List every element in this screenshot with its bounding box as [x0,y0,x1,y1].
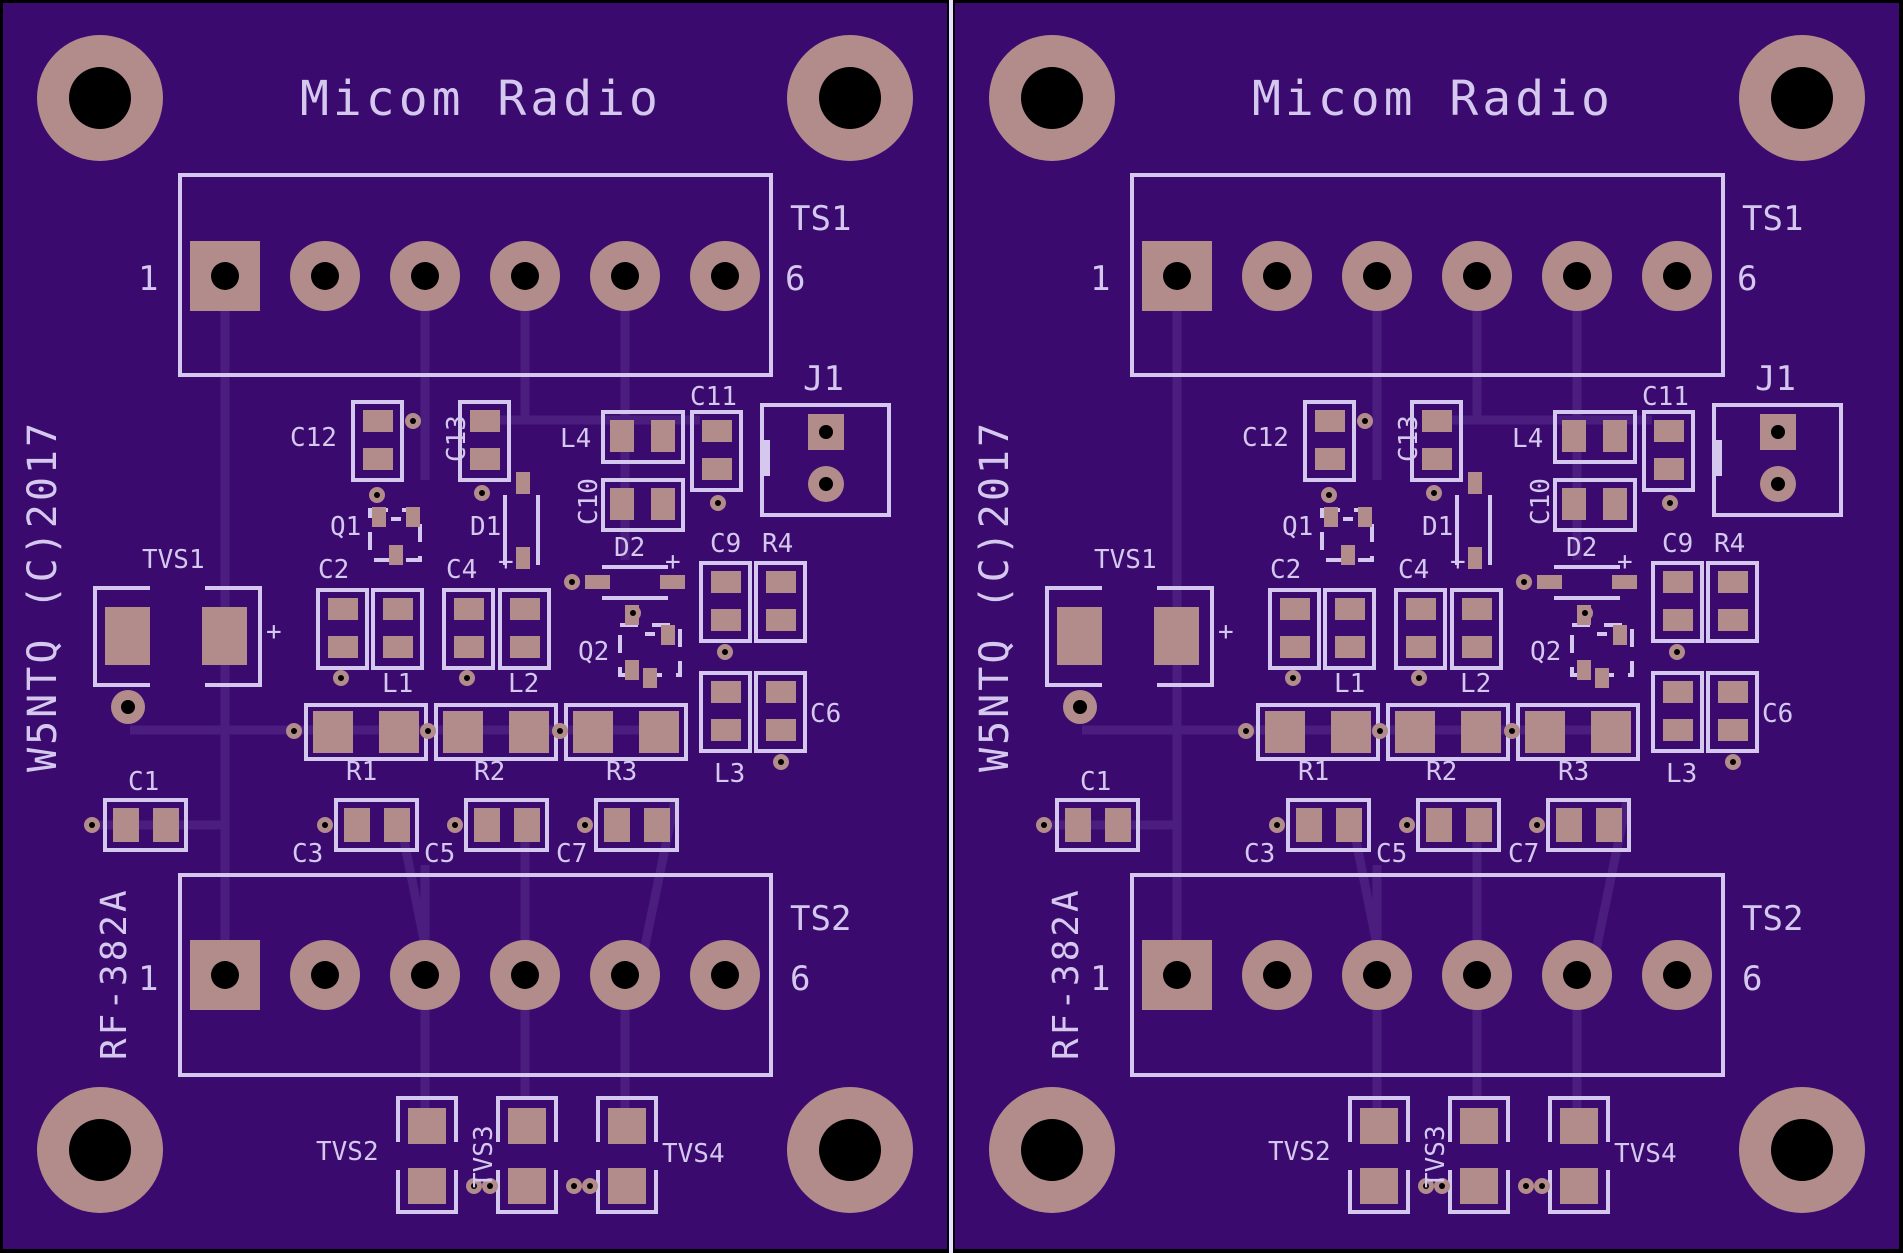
silkscreen-text-right: Micom Radio W5NTQ (C)2017 RF-382A TS1 1 … [972,71,1803,1060]
designator-tvs3: TVS3 [469,1125,499,1188]
designator-c4: C4 [1398,555,1429,585]
designator-c9: C9 [710,529,741,559]
designator-c10: C10 [1526,478,1556,525]
designator-q1: Q1 [330,512,361,542]
designator-r4: R4 [1714,529,1745,559]
designator-c9: C9 [1662,529,1693,559]
ts1-label: TS1 [1742,199,1803,239]
ts2-label: TS2 [1742,899,1803,939]
designator-c10: C10 [574,478,604,525]
designator-q2: Q2 [578,637,609,667]
designator-l1: L1 [382,669,413,699]
j1-label: J1 [1755,359,1796,399]
designator-tvs2: TVS2 [316,1137,379,1167]
designator-l3: L3 [714,759,745,789]
designator-c5: C5 [424,839,455,869]
designator-d2: D2 [614,533,645,563]
board-title: Micom Radio [1252,71,1614,127]
designator-tvs3: TVS3 [1421,1125,1451,1188]
designator-c3: C3 [1244,839,1275,869]
designator-r1: R1 [1298,757,1329,787]
designator-q2: Q2 [1530,637,1561,667]
designator-r4: R4 [762,529,793,559]
designator-c2: C2 [318,555,349,585]
designator-c6: C6 [1762,699,1793,729]
ts1-pin-first: 1 [138,259,158,299]
designator-c1: C1 [1080,767,1111,797]
designator-c1: C1 [128,767,159,797]
designator-c2: C2 [1270,555,1301,585]
copyright-label: W5NTQ (C)2017 [972,420,1018,772]
designator-r3: R3 [606,757,637,787]
part-number-label: RF-382A [94,887,135,1060]
designator-r2: R2 [1426,757,1457,787]
designator-c7: C7 [1508,839,1539,869]
part-number-label: RF-382A [1046,887,1087,1060]
designator-l2: L2 [508,669,539,699]
designator-r1: R1 [346,757,377,787]
designator-c12: C12 [290,423,337,453]
ts1-label: TS1 [790,199,851,239]
designator-c5: C5 [1376,839,1407,869]
board-left: Micom Radio W5NTQ (C)2017 RF-382A TS1 1 … [3,3,947,1249]
designator-c4: C4 [446,555,477,585]
ts1-pin-last: 6 [1737,259,1757,299]
designator-c13: C13 [442,415,472,462]
designator-c6: C6 [810,699,841,729]
silkscreen-text-left: Micom Radio W5NTQ (C)2017 RF-382A TS1 1 … [20,71,851,1060]
designator-c12: C12 [1242,423,1289,453]
j1-label: J1 [803,359,844,399]
designator-c11: C11 [690,382,737,412]
board-right: Micom Radio W5NTQ (C)2017 RF-382A TS1 1 … [955,3,1899,1249]
designator-tvs4: TVS4 [662,1139,725,1169]
designator-tvs2: TVS2 [1268,1137,1331,1167]
ts2-pin-last: 6 [790,959,810,999]
designator-d1: D1 [1422,512,1453,542]
designator-c13: C13 [1394,415,1424,462]
ts1-pin-last: 6 [785,259,805,299]
board-title: Micom Radio [300,71,662,127]
ts2-pin-first: 1 [1090,959,1110,999]
designator-r3: R3 [1558,757,1589,787]
designator-d1: D1 [470,512,501,542]
designator-l2: L2 [1460,669,1491,699]
designator-tvs1: TVS1 [142,545,205,575]
ts2-pin-first: 1 [138,959,158,999]
designator-tvs4: TVS4 [1614,1139,1677,1169]
copyright-label: W5NTQ (C)2017 [20,420,66,772]
designator-l4: L4 [1512,424,1543,454]
designator-d2: D2 [1566,533,1597,563]
designator-r2: R2 [474,757,505,787]
designator-c11: C11 [1642,382,1689,412]
designator-c3: C3 [292,839,323,869]
designator-l4: L4 [560,424,591,454]
designator-tvs1: TVS1 [1094,545,1157,575]
ts2-label: TS2 [790,899,851,939]
designator-l3: L3 [1666,759,1697,789]
designator-q1: Q1 [1282,512,1313,542]
ts2-pin-last: 6 [1742,959,1762,999]
designator-l1: L1 [1334,669,1365,699]
ts1-pin-first: 1 [1090,259,1110,299]
designator-c7: C7 [556,839,587,869]
